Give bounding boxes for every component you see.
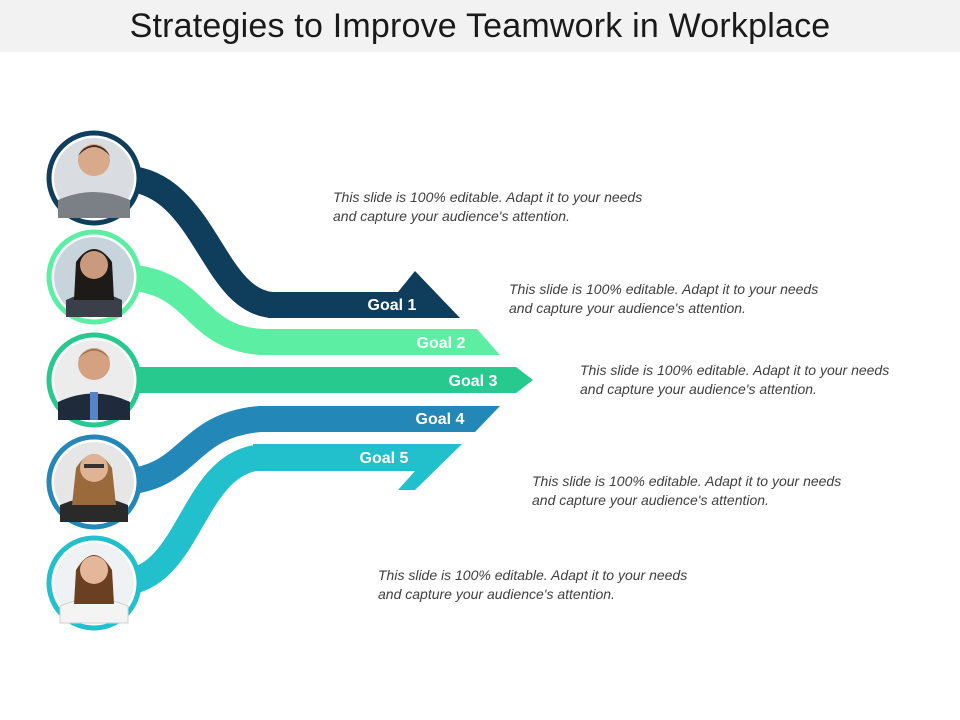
goal-2-description: This slide is 100% editable. Adapt it to… xyxy=(509,280,818,318)
description-line: and capture your audience's attention. xyxy=(378,586,615,602)
description-line: This slide is 100% editable. Adapt it to… xyxy=(509,281,819,297)
title-bar: Strategies to Improve Teamwork in Workpl… xyxy=(0,0,960,52)
avatar-goal-3 xyxy=(46,332,142,428)
description-line: This slide is 100% editable. Adapt it to… xyxy=(580,362,890,378)
avatar-goal-1 xyxy=(46,130,142,226)
avatar-goal-2 xyxy=(46,229,142,325)
goal-4-arrow: Goal 4 xyxy=(119,406,500,495)
goal-5-description: This slide is 100% editable. Adapt it to… xyxy=(378,566,687,604)
avatar-goal-5 xyxy=(46,535,142,631)
description-line: and capture your audience's attention. xyxy=(580,381,817,397)
slide-title: Strategies to Improve Teamwork in Workpl… xyxy=(129,6,831,45)
goal-3-arrow: Goal 3 xyxy=(120,367,533,393)
description-line: and capture your audience's attention. xyxy=(532,492,769,508)
goal-3-description: This slide is 100% editable. Adapt it to… xyxy=(580,361,889,399)
goal-1-arrow: Goal 1 xyxy=(119,165,460,318)
goal-1-description: This slide is 100% editable. Adapt it to… xyxy=(333,188,642,226)
goal-5-arrow: Goal 5 xyxy=(118,444,462,596)
goal-2-label: Goal 2 xyxy=(417,335,466,352)
description-line: This slide is 100% editable. Adapt it to… xyxy=(378,567,688,583)
goal-1-label: Goal 1 xyxy=(368,297,417,314)
goal-2-arrow: Goal 2 xyxy=(119,264,500,355)
description-line: This slide is 100% editable. Adapt it to… xyxy=(333,189,643,205)
description-line: This slide is 100% editable. Adapt it to… xyxy=(532,473,842,489)
avatar-goal-4 xyxy=(46,434,142,530)
goal-4-label: Goal 4 xyxy=(416,411,465,428)
description-line: and capture your audience's attention. xyxy=(509,300,746,316)
goal-5-label: Goal 5 xyxy=(360,450,409,467)
goal-3-label: Goal 3 xyxy=(449,373,498,390)
goal-4-description: This slide is 100% editable. Adapt it to… xyxy=(532,472,841,510)
description-line: and capture your audience's attention. xyxy=(333,208,570,224)
